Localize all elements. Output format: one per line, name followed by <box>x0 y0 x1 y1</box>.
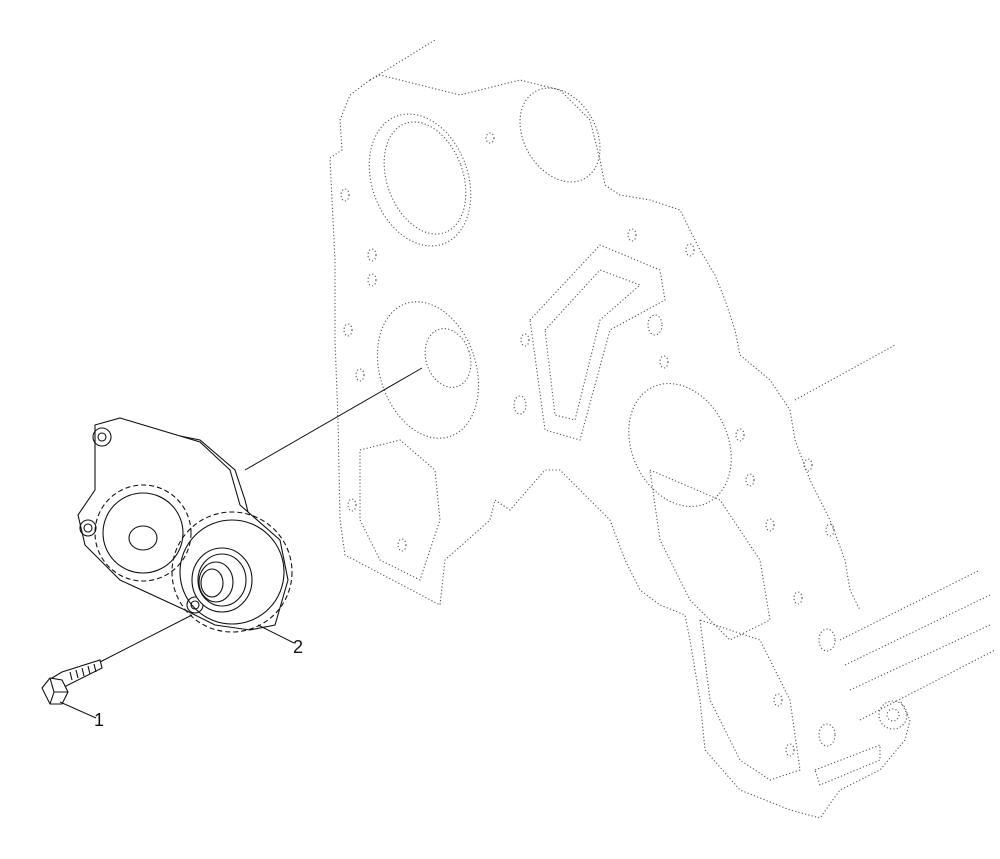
callout-leader-2 <box>257 624 295 644</box>
drive-gear <box>171 511 293 633</box>
engine-block-phantom <box>329 39 996 819</box>
block-bolt-holes <box>340 132 836 757</box>
bolt <box>41 614 193 705</box>
callout-label-2: 2 <box>293 637 304 657</box>
callout-label-1: 1 <box>94 710 105 730</box>
oil-pump-assembly <box>77 367 423 633</box>
driven-gear <box>94 484 192 582</box>
callout-leader-1 <box>59 701 97 719</box>
